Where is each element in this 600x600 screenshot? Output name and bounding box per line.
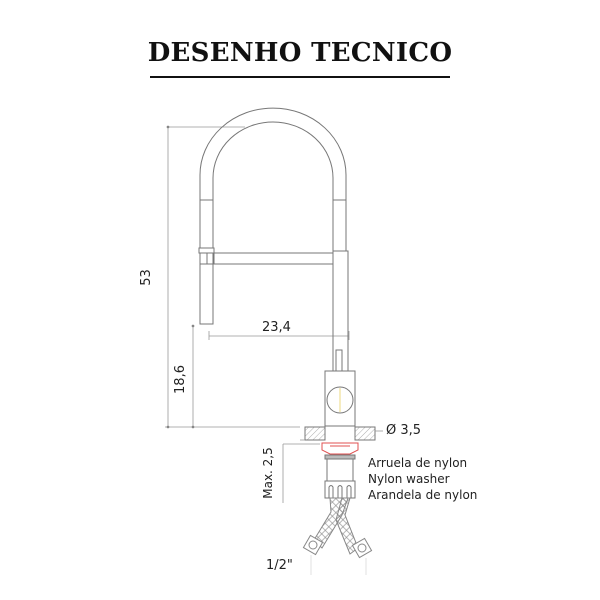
- dimension-spout-reach: [208, 331, 350, 340]
- dimension-spout-height: [191, 324, 195, 429]
- label-spout-height: 18,6: [172, 365, 188, 394]
- braided-hoses: [302, 497, 373, 575]
- faucet-base: [324, 370, 356, 427]
- dimension-max-thickness: [282, 443, 320, 503]
- dimension-total-height: [165, 125, 300, 429]
- threaded-shank: [324, 454, 356, 499]
- label-total-height: 53: [138, 269, 154, 286]
- title-underline: [150, 76, 450, 78]
- legend-en: Nylon washer: [368, 472, 450, 486]
- nylon-washer: [321, 442, 359, 455]
- spray-head: [198, 247, 215, 325]
- page-title: DESENHO TECNICO: [147, 38, 453, 68]
- spout-hose: [199, 107, 347, 251]
- label-max-thickness: Max. 2,5: [260, 447, 275, 499]
- legend-es: Arandela de nylon: [368, 488, 478, 502]
- label-connection: 1/2": [266, 558, 293, 573]
- label-spout-reach: 23,4: [262, 320, 291, 335]
- spout-holder-bar: [213, 252, 334, 265]
- washer-legend: Arruela de nylon Nylon washer Arandela d…: [368, 455, 477, 503]
- countertop-section: [300, 426, 383, 441]
- legend-pt: Arruela de nylon: [368, 456, 468, 470]
- label-hole-diameter: Ø 3,5: [386, 423, 422, 438]
